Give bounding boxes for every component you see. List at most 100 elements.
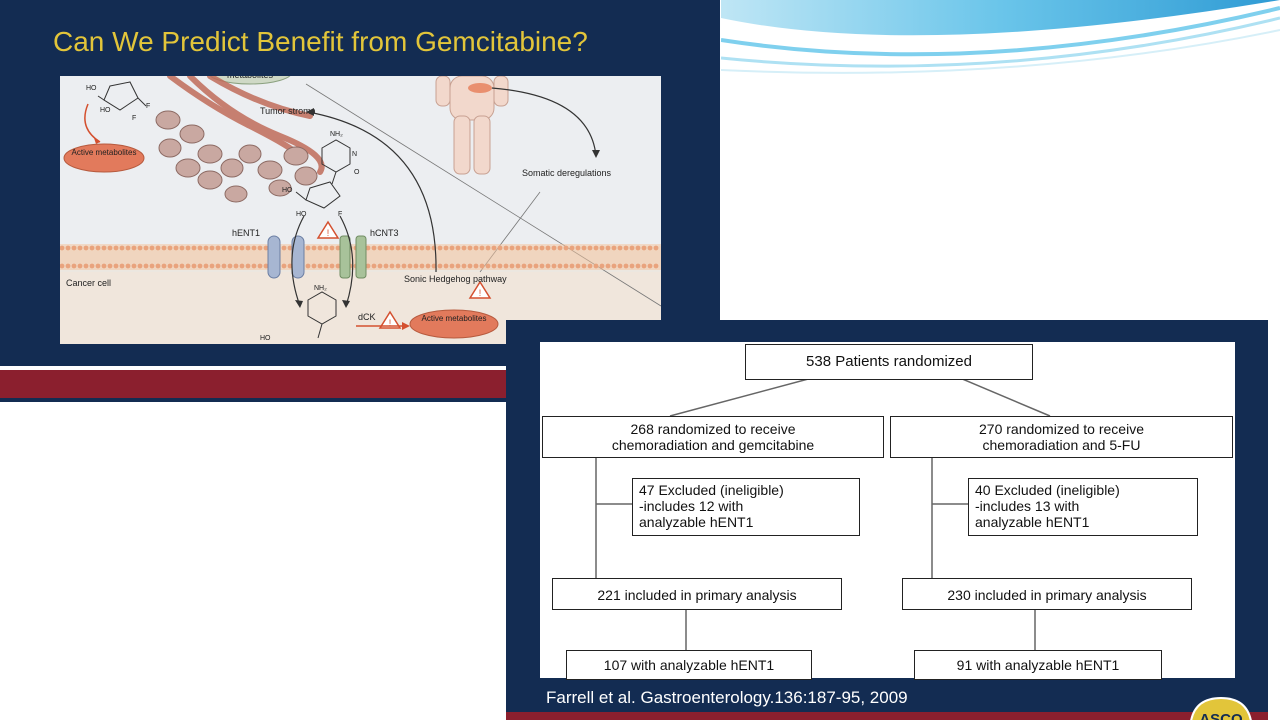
metabolites-ellipse — [209, 76, 291, 85]
membrane-bead — [155, 263, 161, 269]
membrane-bead — [239, 263, 245, 269]
uptake-arrowhead — [295, 300, 303, 308]
membrane-bead — [635, 263, 641, 269]
membrane-bead — [185, 245, 191, 251]
active-metabolites-ellipse-2 — [409, 309, 499, 339]
arrow-red-1 — [84, 103, 101, 143]
membrane-bead — [89, 245, 95, 251]
flow-root-box: 538 Patients randomized — [745, 344, 1033, 380]
tumor-stroma-label: Tumor stroma — [260, 106, 316, 116]
metabolites-label: metabolites — [227, 76, 274, 80]
flow-left-excluded-line1: 47 Excluded (ineligible) — [639, 482, 784, 498]
flow-left-arm-line2: chemoradiation and gemcitabine — [611, 437, 815, 453]
membrane-bead — [557, 263, 563, 269]
membrane-bead — [455, 263, 461, 269]
hedgehog-arrowhead — [306, 108, 314, 116]
ho-label-3: HO — [282, 187, 293, 194]
membrane-bead — [119, 245, 125, 251]
hent1-transporter-1 — [267, 235, 281, 279]
membrane-bead — [575, 263, 581, 269]
sonic-hedgehog-label: Sonic Hedgehog pathway — [404, 274, 507, 284]
membrane-bead — [443, 263, 449, 269]
membrane-bead — [605, 245, 611, 251]
membrane-bead — [527, 245, 533, 251]
membrane-bead — [263, 245, 269, 251]
membrane-bead — [161, 263, 167, 269]
ho-label-5: HO — [260, 335, 271, 342]
membrane-bead — [167, 245, 173, 251]
membrane-bead — [371, 245, 377, 251]
membrane-bead — [563, 245, 569, 251]
membrane-bead — [365, 245, 371, 251]
membrane-bead — [311, 245, 317, 251]
flow-left-excluded-line3: analyzable hENT1 — [639, 514, 754, 530]
intracellular-molecule — [307, 291, 337, 339]
flow-left-excluded-line2: -includes 12 with — [639, 498, 744, 514]
membrane-bead — [647, 263, 653, 269]
membrane-bead — [599, 263, 605, 269]
uptake-arrowhead-2 — [342, 300, 350, 308]
membrane-bead — [311, 263, 317, 269]
flowchart-connectors — [595, 377, 1051, 650]
flow-left-arm-box: 268 randomized to receive chemoradiation… — [542, 416, 884, 458]
flow-right-arm-line2: chemoradiation and 5-FU — [982, 437, 1141, 453]
warning-mark-2: ! — [479, 288, 482, 298]
warning-icon-2 — [468, 280, 492, 299]
membrane-bead — [653, 263, 659, 269]
membrane-bead — [413, 263, 419, 269]
membrane-bead — [521, 263, 527, 269]
membrane-bead — [479, 245, 485, 251]
uptake-arrow — [291, 215, 305, 307]
membrane-bead — [257, 245, 263, 251]
membrane-bead — [587, 263, 593, 269]
membrane-bead — [143, 263, 149, 269]
membrane-bead — [629, 245, 635, 251]
membrane-bead — [425, 263, 431, 269]
membrane-bead — [527, 263, 533, 269]
somatic-label: Somatic deregulations — [522, 168, 612, 178]
pathway-illustration: metabolites HO HO F F Active metabolites — [60, 76, 661, 344]
membrane-bead — [521, 245, 527, 251]
membrane-bead — [545, 245, 551, 251]
membrane-bead — [107, 245, 113, 251]
membrane-bead — [221, 245, 227, 251]
membrane-bead — [323, 263, 329, 269]
footer-band — [506, 712, 1268, 720]
flow-right-analyzable-box: 91 with analyzable hENT1 — [914, 650, 1162, 680]
membrane-bead — [83, 263, 89, 269]
membrane-bead — [95, 263, 101, 269]
flow-right-excluded-box: 40 Excluded (ineligible) -includes 13 wi… — [968, 478, 1198, 536]
membrane-bead — [401, 263, 407, 269]
membrane-bead — [287, 263, 293, 269]
swoosh-curve-1 — [720, 6, 1280, 57]
membrane-bead — [167, 263, 173, 269]
membrane-bead — [149, 263, 155, 269]
flow-right-arm-line1: 270 randomized to receive — [979, 421, 1144, 437]
membrane-bead — [623, 245, 629, 251]
membrane-bead — [455, 245, 461, 251]
membrane-bead — [485, 263, 491, 269]
slide-gemcitabine: Can We Predict Benefit from Gemcitabine?… — [0, 0, 720, 405]
membrane-bead — [95, 245, 101, 251]
membrane-bead — [323, 245, 329, 251]
uptake-arrow-2 — [339, 215, 354, 307]
membrane-bead — [575, 245, 581, 251]
membrane-bead — [491, 245, 497, 251]
membrane-bead — [365, 263, 371, 269]
membrane-bead — [113, 263, 119, 269]
membrane-bead — [317, 245, 323, 251]
membrane-bead — [377, 263, 383, 269]
membrane-bead — [539, 245, 545, 251]
membrane-bead — [551, 245, 557, 251]
f-label-2: F — [132, 115, 136, 122]
membrane-bead — [281, 263, 287, 269]
membrane-bead — [173, 263, 179, 269]
ho-label-1: HO — [86, 85, 97, 92]
hent1-label: hENT1 — [232, 228, 260, 238]
membrane-bead — [437, 263, 443, 269]
membrane-bead — [65, 263, 71, 269]
membrane-bead — [623, 263, 629, 269]
dck-label: dCK — [358, 312, 376, 322]
membrane-bead — [635, 245, 641, 251]
membrane-bead — [185, 263, 191, 269]
